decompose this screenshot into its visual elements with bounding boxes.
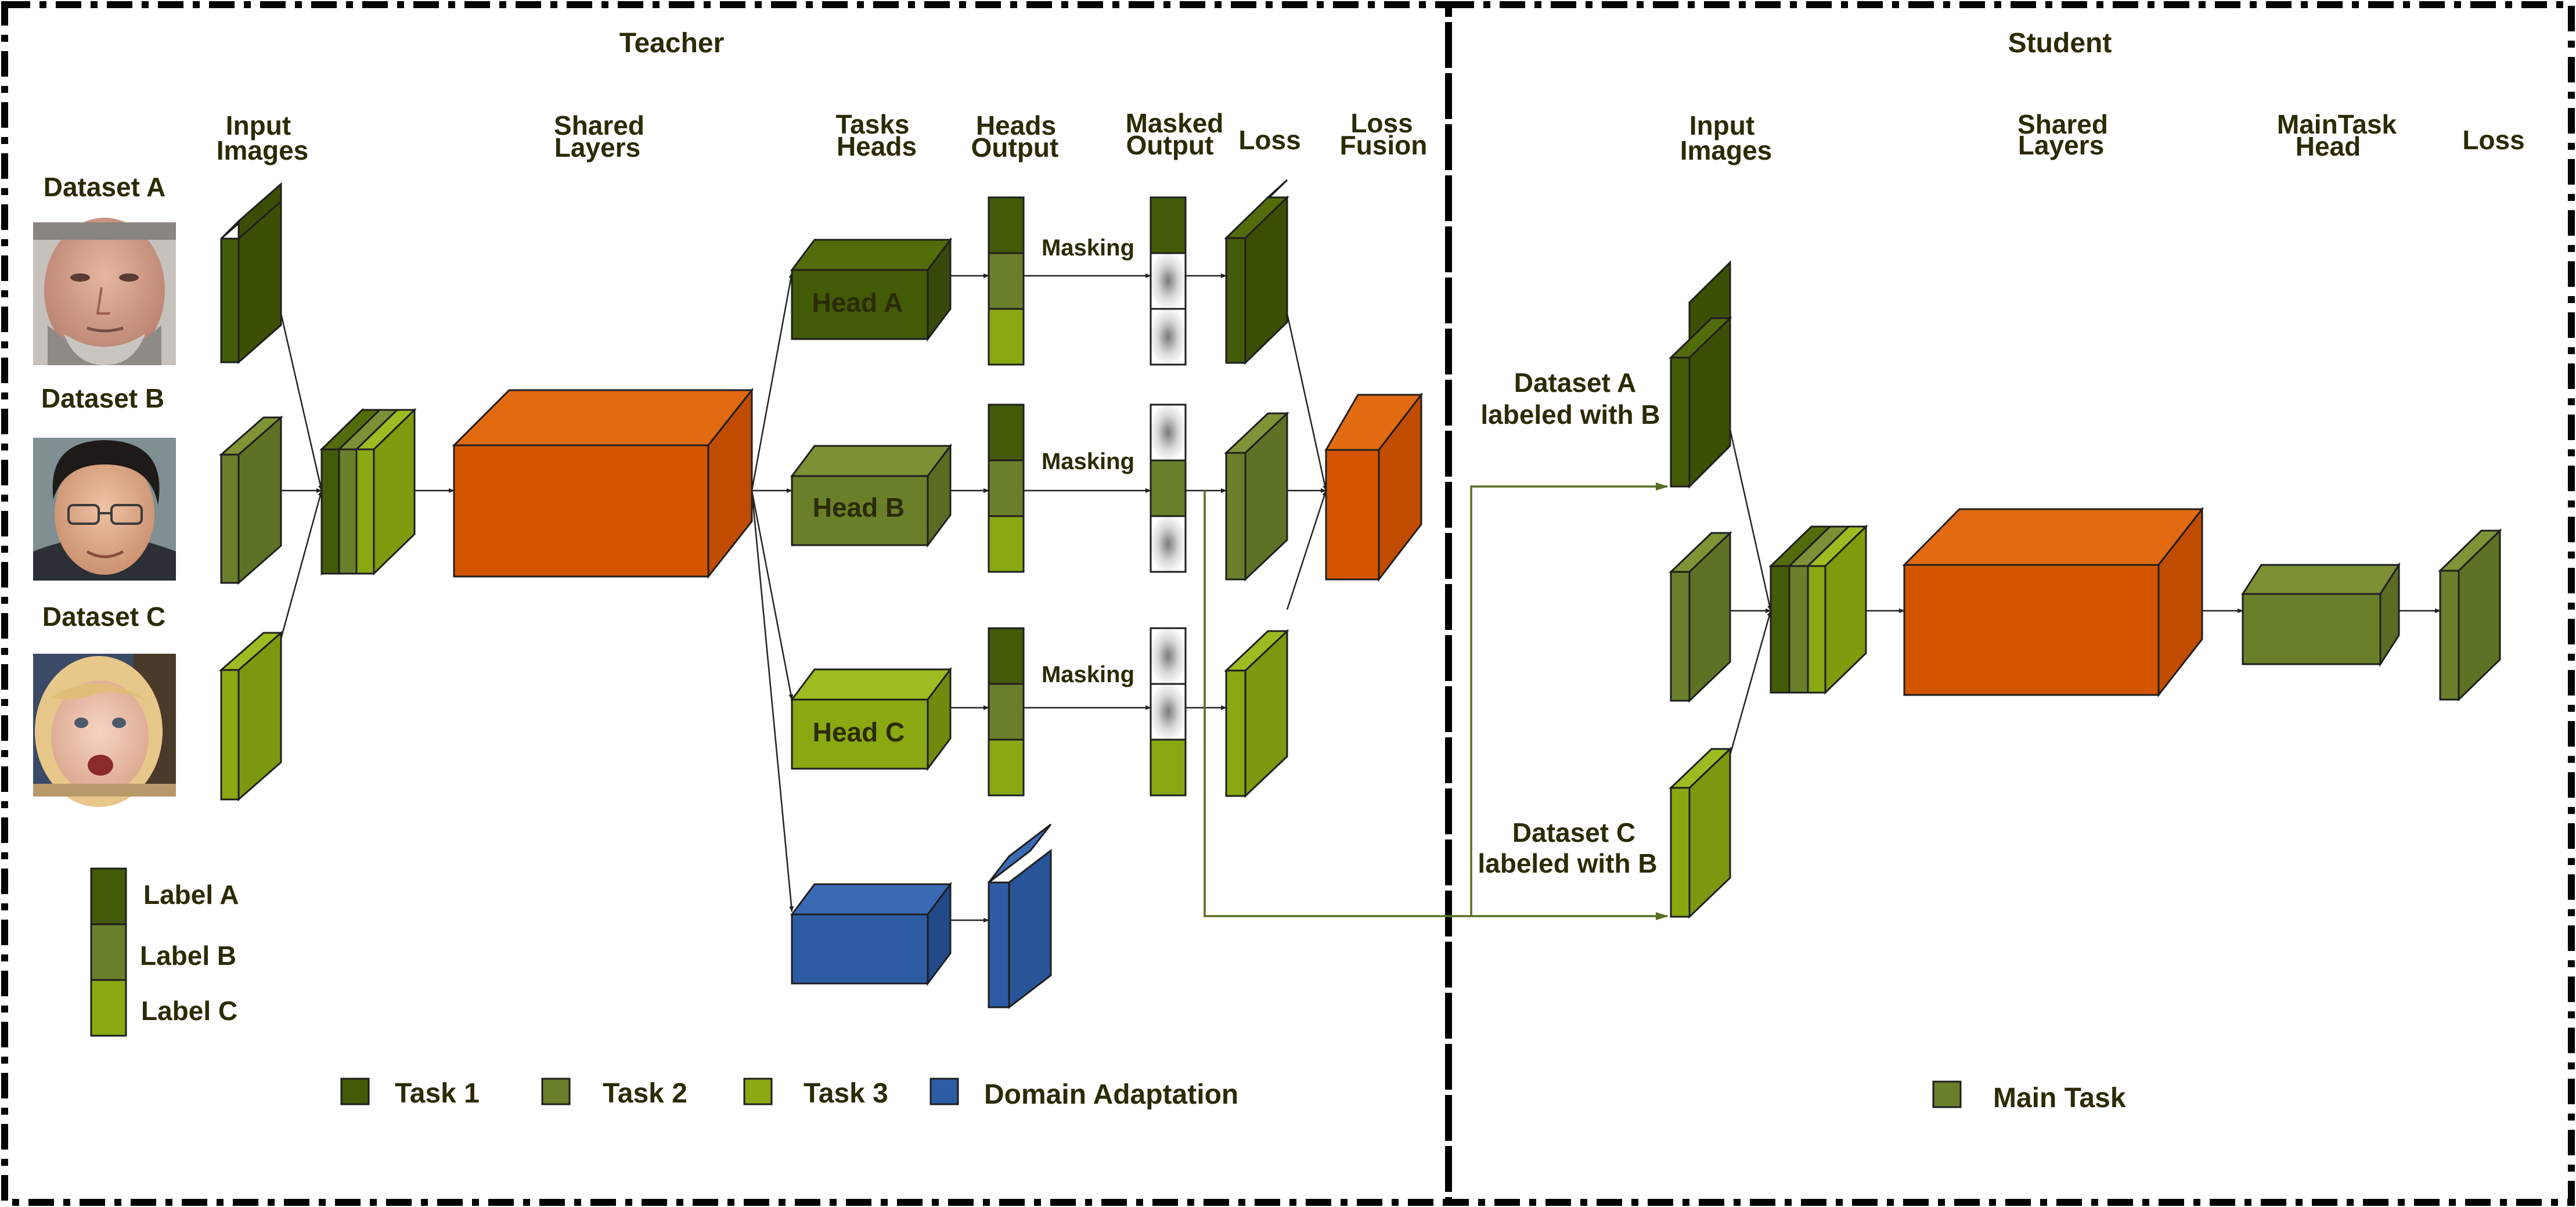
masked-output-c [1150, 627, 1187, 797]
legend-domain-adaptation: Domain Adaptation [984, 1079, 1238, 1110]
head-a-label: Head A [812, 287, 903, 318]
head-a-block [790, 237, 952, 342]
label-legend-b: Label B [140, 941, 236, 971]
student-input-slab-c [1669, 747, 1732, 919]
legend-main-task: Main Task [1993, 1083, 2126, 1114]
teacher-header-input-1: Input [226, 110, 291, 140]
teacher-header-tasks-1: Tasks [835, 109, 909, 139]
student-input-slab-a [1669, 260, 1732, 489]
teacher-header-shared-2: Layers [554, 132, 640, 163]
loss-slab-a [1224, 179, 1289, 365]
loss-slab-b [1224, 411, 1289, 582]
dataset-a-label: Dataset A [44, 172, 165, 202]
domain-adaptation-output-slab [988, 823, 1052, 1010]
student-dataset-a-line1: Dataset A [1514, 367, 1636, 398]
student-dataset-c-line1: Dataset C [1512, 817, 1635, 848]
student-dataset-c-line2: labeled with B [1478, 848, 1657, 878]
face-photo-b [33, 438, 176, 581]
teacher-header-shared-1: Shared [554, 110, 644, 140]
head-b-block [790, 443, 952, 548]
head-b-output [988, 403, 1025, 573]
teacher-header-input-2: Images [217, 135, 309, 165]
teacher-input-slab-b [219, 415, 283, 585]
student-header-input-1: Input [1689, 110, 1754, 140]
student-header-loss: Loss [2462, 125, 2524, 155]
label-legend-a: Label A [143, 880, 239, 910]
student-shared-layers-block [1902, 506, 2204, 698]
teacher-input-slab-c [219, 630, 283, 802]
distillation-arrows [1204, 482, 1669, 920]
masking-arrows [1024, 273, 1151, 710]
masking-label-a: Masking [1042, 235, 1134, 261]
masked-to-loss-arrows [1186, 273, 1227, 710]
legend-task-1: Task 1 [395, 1078, 480, 1109]
teacher-shared-layers-block [452, 387, 754, 579]
student-header-shared-1: Shared [2017, 109, 2108, 139]
student-header-head-2: Head [2296, 131, 2361, 161]
teacher-header-loss: Loss [1238, 125, 1300, 155]
teacher-input-arrows [280, 313, 455, 639]
student-input-arrows [1729, 429, 1905, 755]
teacher-header-masked-2: Output [1126, 130, 1214, 160]
domain-adaptation-head-block [790, 881, 952, 986]
main-task-legend-swatch [1932, 1080, 1962, 1108]
task-legend [340, 1078, 959, 1105]
teacher-combined-input-stack [319, 408, 417, 576]
loss-slab-c [1224, 629, 1289, 798]
teacher-shared-to-heads-arrows [751, 272, 794, 912]
heads-to-outputs-arrows [950, 273, 989, 923]
student-header-head-1: MainTask [2277, 109, 2397, 139]
teacher-header-fusion-1: Loss [1350, 108, 1413, 138]
dataset-b-label: Dataset B [41, 383, 164, 413]
masking-label-c: Masking [1042, 662, 1134, 687]
loss-fusion-block [1324, 392, 1424, 582]
teacher-input-slab-a [220, 182, 282, 365]
student-combined-input-stack [1768, 524, 1868, 695]
student-input-slab-b [1669, 531, 1732, 703]
face-photo-a [33, 218, 176, 365]
student-title: Student [2008, 28, 2112, 59]
student-header-input-2: Images [1680, 135, 1772, 165]
label-legend-c: Label C [141, 996, 237, 1026]
head-a-output [988, 196, 1025, 366]
masked-output-a [1150, 196, 1187, 366]
student-loss-slab [2438, 528, 2502, 702]
masking-label-b: Masking [1042, 449, 1134, 474]
student-dataset-a-line2: labeled with B [1480, 399, 1660, 430]
face-photo-c [33, 654, 176, 807]
teacher-header-fusion-2: Fusion [1340, 130, 1428, 160]
masked-output-b [1150, 403, 1187, 573]
label-legend-swatches [90, 867, 127, 1037]
student-header-shared-2: Layers [2018, 130, 2104, 160]
head-c-label: Head C [813, 717, 905, 747]
teacher-frame [1, 1, 1452, 1206]
teacher-header-headsout-1: Heads [976, 110, 1056, 140]
legend-task-2: Task 2 [603, 1078, 687, 1109]
head-b-label: Head B [813, 492, 905, 523]
legend-task-3: Task 3 [804, 1078, 888, 1109]
head-c-output [988, 627, 1025, 797]
teacher-header-headsout-2: Output [971, 132, 1059, 163]
teacher-title: Teacher [619, 28, 725, 59]
loss-to-fusion-arrows [1286, 313, 1327, 610]
student-maintask-head-block [2241, 561, 2401, 668]
teacher-header-masked-1: Masked [1126, 108, 1224, 138]
teacher-header-tasks-2: Heads [837, 131, 917, 161]
dataset-c-label: Dataset C [42, 601, 165, 632]
student-frame [1445, 1, 2575, 1206]
head-c-block [790, 666, 952, 772]
